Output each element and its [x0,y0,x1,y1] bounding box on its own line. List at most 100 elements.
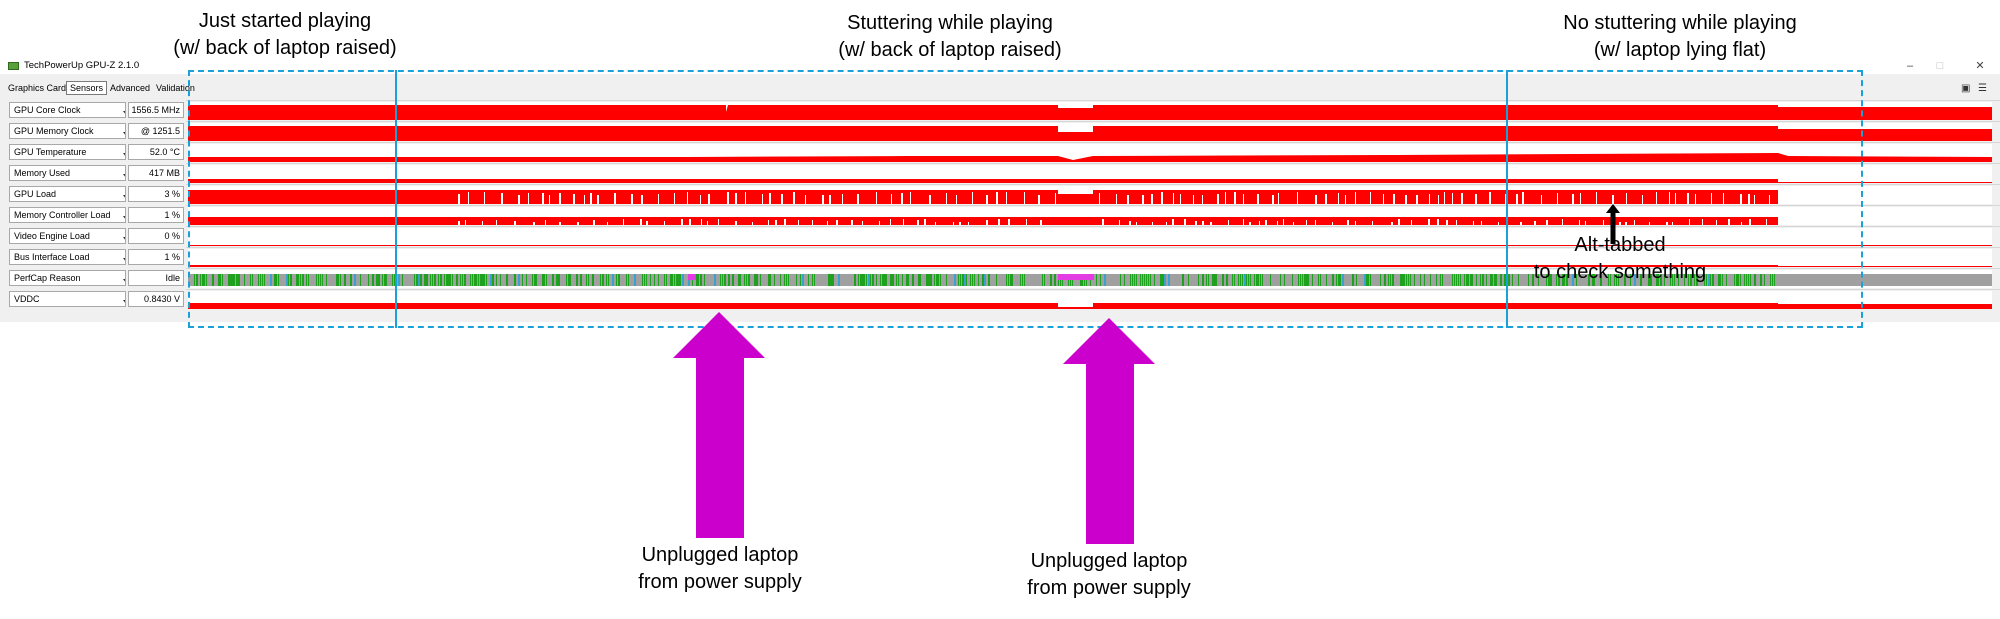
perfcap-stripe [1012,274,1013,286]
graph-gap [1306,220,1307,225]
graph-gap [1265,220,1267,225]
perfcap-stripe [398,274,400,286]
tab-graphics-card[interactable]: Graphics Card [8,83,67,93]
graph-gap [903,219,904,225]
graph-gap [1210,222,1212,225]
perfcap-stripe [606,274,607,286]
perfcap-stripe [680,274,681,286]
sensor-name-dropdown[interactable]: Video Engine Load [9,228,126,244]
graph-gap [879,221,880,225]
camera-icon[interactable]: ▣ [1961,83,1971,94]
perfcap-stripe [238,274,240,286]
dropdown-arrow-icon[interactable] [123,132,125,136]
sensor-name-dropdown[interactable]: VDDC [9,291,126,307]
perfcap-stripe [1340,274,1341,286]
sensor-name-label: Memory Used [14,168,71,178]
perfcap-stripe [934,274,935,286]
graph-gap [674,193,675,204]
perfcap-stripe [244,274,245,286]
perfcap-stripe [1690,274,1692,286]
dropdown-arrow-icon[interactable] [123,153,125,157]
perfcap-stripe [1556,274,1557,286]
row-separator [186,100,2000,101]
perfcap-stripe [414,274,415,286]
tab-sensors[interactable]: Sensors [66,81,108,95]
dropdown-arrow-icon[interactable] [123,111,125,115]
graph-gap [1625,222,1627,225]
perfcap-stripe [1460,274,1461,286]
graph-gap [1257,194,1259,204]
graph-gap [972,192,973,204]
perfcap-stripe [486,274,487,286]
perfcap-stripe [450,274,451,286]
perfcap-stripe [1420,274,1421,286]
perfcap-stripe [870,274,871,286]
perfcap-stripe [1136,274,1137,286]
sensor-graph-plot [188,179,1992,183]
perfcap-stripe [866,274,867,286]
dropdown-arrow-icon[interactable] [123,258,125,262]
perfcap-stripe [1270,274,1271,286]
perfcap-stripe [500,274,501,286]
close-button[interactable]: ✕ [1975,60,1985,72]
sensor-name-dropdown[interactable]: Memory Used [9,165,126,181]
perfcap-stripe [568,274,570,286]
sensor-name-dropdown[interactable]: GPU Core Clock [9,102,126,118]
sensor-graph-plot [188,265,1992,267]
perfcap-stripe [672,274,673,286]
perfcap-stripe [1150,274,1151,286]
perfcap-stripe [204,274,205,286]
perfcap-stripe [860,274,862,286]
perfcap-stripe [232,274,234,286]
perfcap-stripe [1658,274,1659,286]
tab-advanced[interactable]: Advanced [110,83,151,93]
perfcap-stripe [1640,274,1642,286]
graph-gap [573,194,575,204]
sensor-name-dropdown[interactable]: Bus Interface Load [9,249,126,265]
dropdown-arrow-icon[interactable] [123,237,125,241]
perfcap-stripe [658,274,659,286]
perfcap-stripe [472,274,473,286]
perfcap-stripe [1406,274,1407,286]
dropdown-arrow-icon[interactable] [123,195,125,199]
tab-validation[interactable]: Validation [156,83,195,93]
perfcap-stripe [558,274,560,286]
graph-gap [1506,220,1508,225]
sensor-name-label: GPU Core Clock [14,105,81,115]
perfcap-stripe [1634,274,1636,286]
perfcap-stripe [532,274,533,286]
sensor-value: 1556.5 MHz [128,102,184,118]
perfcap-stripe [1140,274,1141,286]
perfcap-stripe [796,274,797,286]
perfcap-stripe [962,274,964,286]
minimize-button[interactable]: – [1906,60,1914,72]
graph-gap [1416,195,1418,204]
graph-gap [1481,221,1482,225]
perfcap-stripe [880,274,881,286]
dropdown-arrow-icon[interactable] [123,300,125,304]
graph-fill [188,105,1992,120]
perfcap-stripe [940,274,941,286]
graph-gap [1438,195,1439,204]
sensor-name-dropdown[interactable]: PerfCap Reason [9,270,126,286]
dropdown-arrow-icon[interactable] [123,279,125,283]
sensor-name-dropdown[interactable]: GPU Load [9,186,126,202]
sensor-graph-plot [188,190,1992,204]
perfcap-stripe [1546,274,1547,286]
perfcap-stripe [1754,274,1756,286]
menu-icon[interactable]: ☰ [1978,83,1987,94]
dropdown-arrow-icon[interactable] [123,216,125,220]
perfcap-stripe [420,274,422,286]
graph-gap [836,220,838,225]
perfcap-stripe [1232,274,1233,286]
row-separator [186,226,2000,227]
graph-gap [1619,222,1621,225]
dropdown-arrow-icon[interactable] [123,174,125,178]
sensor-name-dropdown[interactable]: GPU Memory Clock [9,123,126,139]
maximize-button[interactable]: □ [1936,60,1944,72]
sensor-name-dropdown[interactable]: GPU Temperature [9,144,126,160]
sensor-name-dropdown[interactable]: Memory Controller Load [9,207,126,223]
perfcap-stripe [1144,274,1145,286]
perfcap-stripe [1366,274,1368,286]
